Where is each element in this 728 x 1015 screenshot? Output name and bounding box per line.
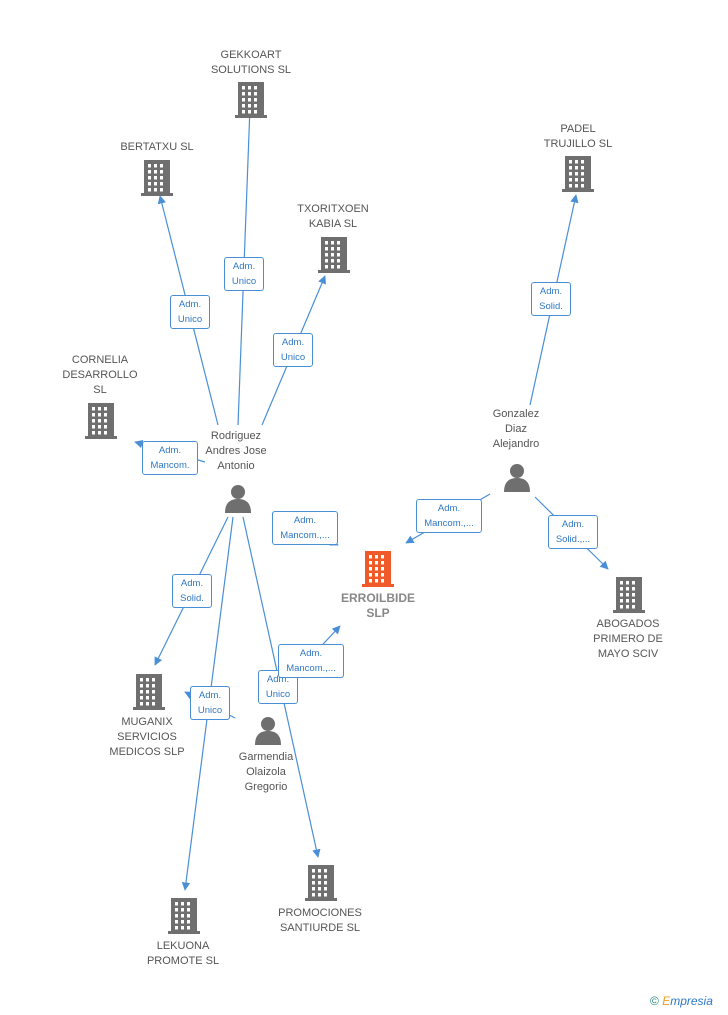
node-label-lekuona[interactable]: LEKUONA PROMOTE SL <box>146 940 220 967</box>
edge-label-gonzalez-to-abogados[interactable]: Adm. Solid.,... <box>548 515 598 549</box>
node-label-erroilbide[interactable]: ERROILBIDE SLP <box>340 591 415 620</box>
person-icon[interactable] <box>502 462 532 497</box>
node-label-garmendia[interactable]: Garmendia Olaizola Gregorio <box>238 751 294 793</box>
edge-label-gonzalez-to-padel[interactable]: Adm. Solid. <box>531 282 571 316</box>
copyright-symbol: © <box>650 994 659 1008</box>
person-icon[interactable] <box>253 715 283 750</box>
building-icon[interactable] <box>305 865 337 906</box>
building-icon[interactable] <box>133 674 165 715</box>
brand-initial: E <box>662 994 671 1008</box>
edge-label-rodriguez-to-muganix[interactable]: Adm. Solid. <box>172 574 212 608</box>
edge-label-gonzalez-to-erroilbide[interactable]: Adm. Mancom.,... <box>416 499 482 533</box>
node-label-padel[interactable]: PADEL TRUJILLO SL <box>543 123 613 150</box>
building-icon[interactable] <box>168 898 200 939</box>
edge-label-rodriguez-to-txoritxoen[interactable]: Adm. Unico <box>273 333 313 367</box>
edge-label-garmendia-to-erroilbide[interactable]: Adm. Mancom.,... <box>278 644 344 678</box>
brand-logo[interactable]: Empresia <box>662 994 713 1008</box>
node-label-gonzalez[interactable]: Gonzalez Diaz Alejandro <box>492 408 540 450</box>
edge-label-rodriguez-to-gekkoart[interactable]: Adm. Unico <box>224 257 264 291</box>
brand-rest: mpresia <box>670 994 713 1008</box>
node-label-muganix[interactable]: MUGANIX SERVICIOS MEDICOS SLP <box>109 716 185 758</box>
footer-credit: © Empresia <box>650 994 713 1008</box>
node-label-abogados[interactable]: ABOGADOS PRIMERO DE MAYO SCIV <box>593 618 663 660</box>
node-label-promociones[interactable]: PROMOCIONES SANTIURDE SL <box>278 907 362 934</box>
building-icon[interactable] <box>562 156 594 197</box>
building-icon[interactable] <box>141 160 173 201</box>
person-icon[interactable] <box>223 483 253 518</box>
edge-label-garmendia-to-muganix[interactable]: Adm. Unico <box>190 686 230 720</box>
node-label-txoritxoen[interactable]: TXORITXOEN KABIA SL <box>297 203 369 230</box>
edge-label-rodriguez-to-bertatxu[interactable]: Adm. Unico <box>170 295 210 329</box>
node-label-cornelia[interactable]: CORNELIA DESARROLLO SL <box>62 354 138 396</box>
edge-label-rodriguez-to-cornelia[interactable]: Adm. Mancom. <box>142 441 198 475</box>
node-label-gekkoart[interactable]: GEKKOART SOLUTIONS SL <box>210 49 292 76</box>
node-label-rodriguez[interactable]: Rodriguez Andres Jose Antonio <box>205 430 267 472</box>
building-icon[interactable] <box>613 577 645 618</box>
node-label-bertatxu[interactable]: BERTATXU SL <box>120 141 194 153</box>
building-icon[interactable] <box>318 237 350 278</box>
focus-building-icon[interactable] <box>362 551 394 592</box>
building-icon[interactable] <box>235 82 267 123</box>
edge-label-rodriguez-to-erroilbide[interactable]: Adm. Mancom.,... <box>272 511 338 545</box>
building-icon[interactable] <box>85 403 117 444</box>
edge-label-rodriguez-to-promociones[interactable]: Adm. Unico <box>258 670 298 704</box>
